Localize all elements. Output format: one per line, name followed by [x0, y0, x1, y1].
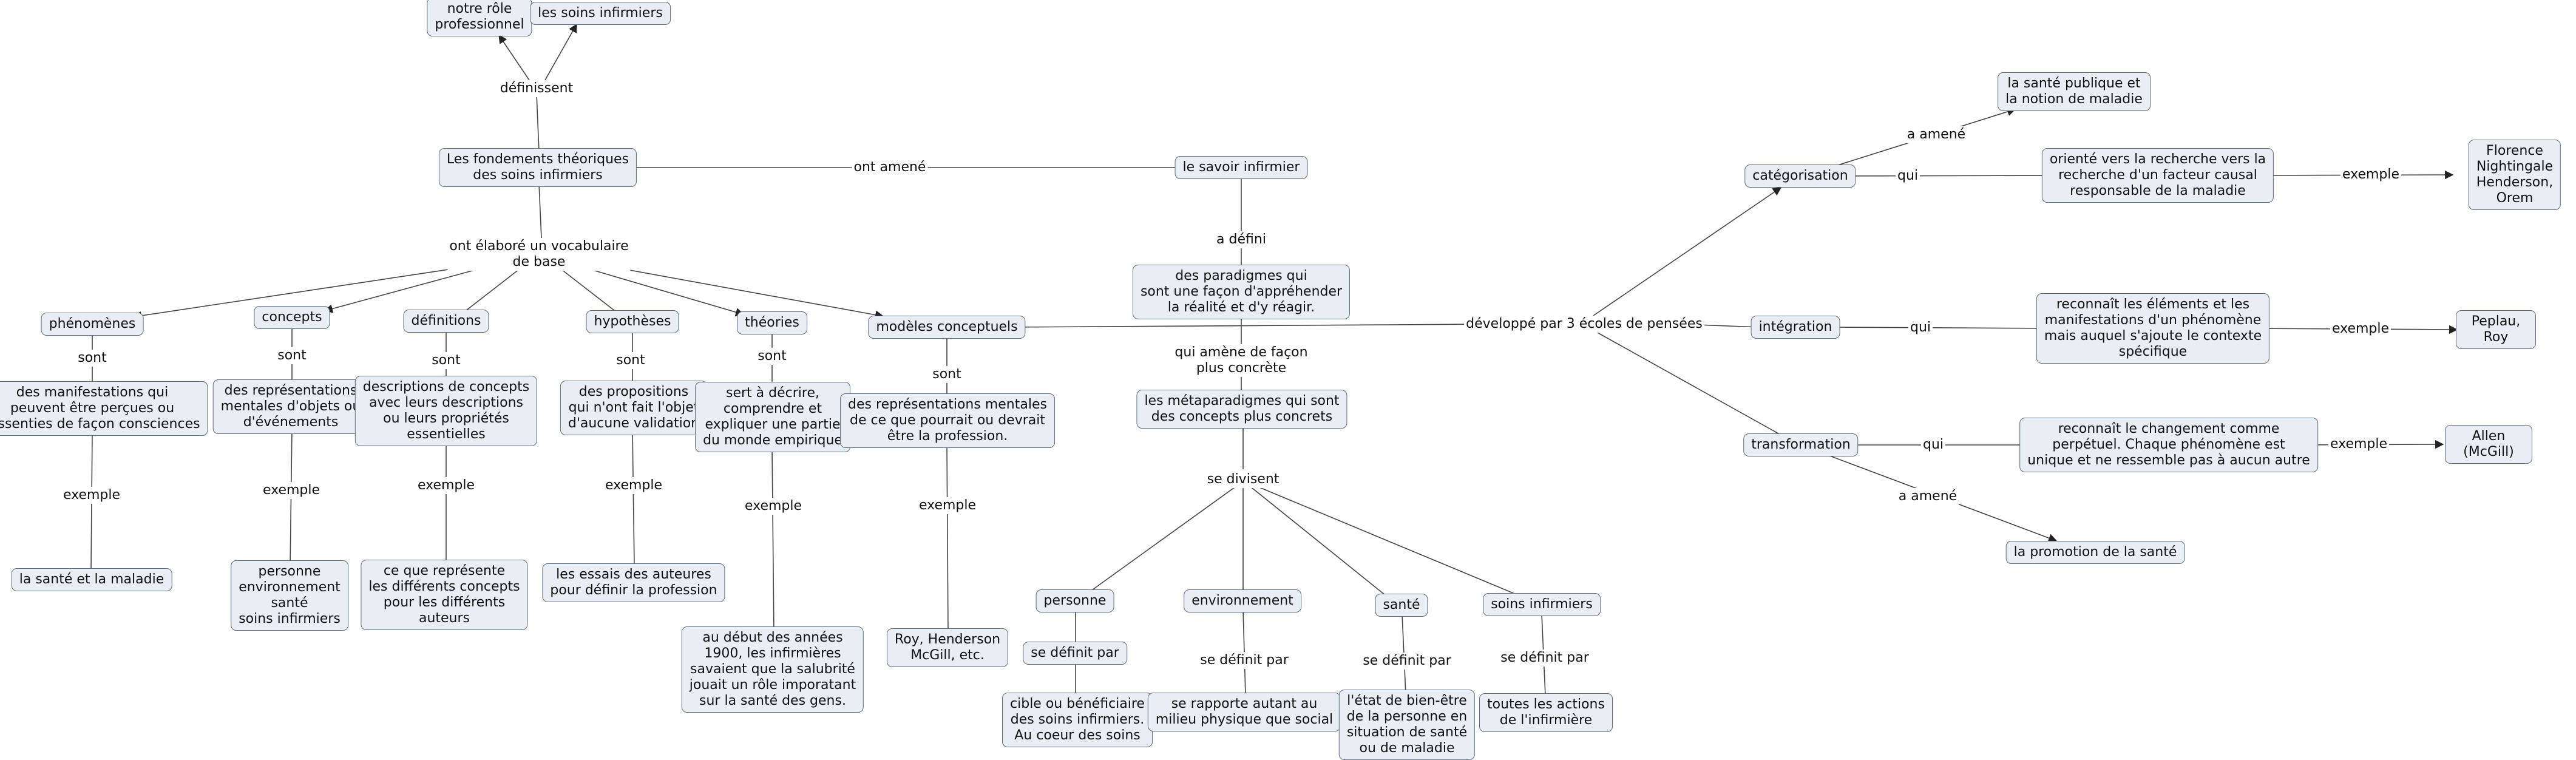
concept-pese[interactable]: personne environnement santé soins infir…: [231, 560, 348, 631]
link-line: [1249, 485, 1386, 596]
link-line: [462, 266, 523, 314]
link-label: exemple: [61, 487, 123, 504]
concept-reconnait-changement[interactable]: reconnaît le changement comme perpétuel.…: [2019, 418, 2318, 472]
concept-oriente-recherche[interactable]: orienté vers la recherche vers la recher…: [2041, 148, 2274, 203]
link-label: ont élaboré un vocabulaire de base: [447, 238, 631, 271]
link-label: exemple: [415, 477, 477, 494]
concept-soins-infirmiers[interactable]: soins infirmiers: [1483, 593, 1601, 616]
concept-theories[interactable]: théories: [737, 311, 807, 334]
concept-representations-profession[interactable]: des représentations mentales de ce que p…: [840, 393, 1055, 448]
link-label: exemple: [2330, 321, 2391, 338]
link-label: sont: [276, 347, 308, 364]
concept-ce-que-represente[interactable]: ce que représente les différents concept…: [361, 560, 528, 630]
link-label: exemple: [742, 498, 804, 515]
concept-cible-beneficiaire[interactable]: cible ou bénéficiaire des soins infirmie…: [1002, 693, 1153, 747]
link-line: [1843, 171, 2063, 180]
concept-promotion-sante[interactable]: la promotion de la santé: [2005, 541, 2185, 564]
link-line: [536, 93, 540, 152]
concept-milieu[interactable]: se rapporte autant au milieu physique qu…: [1147, 693, 1341, 731]
concept-savoir-infirmier[interactable]: le savoir infirmier: [1174, 156, 1308, 179]
concept-environnement[interactable]: environnement: [1184, 589, 1301, 612]
link-line: [1597, 332, 1782, 436]
concept-peplau-roy[interactable]: Peplau, Roy: [2456, 310, 2536, 349]
concept-phenomenes[interactable]: phénomènes: [41, 313, 144, 336]
concept-actions-infirmiere[interactable]: toutes les actions de l'infirmière: [1479, 693, 1613, 732]
link-label: développé par 3 écoles de pensées: [1464, 316, 1704, 333]
link-label: sont: [930, 366, 963, 383]
link-line: [946, 444, 949, 631]
link-line: [771, 446, 774, 633]
link-line: [632, 429, 635, 566]
concept-transformation[interactable]: transformation: [1743, 433, 1859, 456]
concept-metaparadigmes[interactable]: les métaparadigmes qui sont des concepts…: [1136, 390, 1347, 429]
concept-modeles-conceptuels[interactable]: modèles conceptuels: [868, 316, 1026, 339]
link-line: [132, 266, 465, 321]
link-label: qui: [1920, 436, 1946, 453]
link-line: [1008, 324, 1488, 328]
concept-soins-infirmiers-top[interactable]: les soins infirmiers: [530, 2, 671, 25]
link-label: exemple: [2328, 436, 2390, 453]
concept-se-definit-par[interactable]: se définit par: [1023, 642, 1127, 665]
concept-sante-maladie[interactable]: la santé et la maladie: [11, 568, 172, 591]
concept-categorisation[interactable]: catégorisation: [1744, 165, 1856, 188]
concept-concepts[interactable]: concepts: [254, 306, 330, 329]
concept-paradigmes[interactable]: des paradigmes qui sont une façon d'appr…: [1132, 265, 1351, 319]
concept-integration[interactable]: intégration: [1751, 316, 1840, 339]
link-label: a amené: [1896, 488, 1959, 505]
link-label: sont: [430, 352, 463, 369]
link-line: [558, 266, 619, 314]
link-label: exemple: [917, 497, 978, 514]
link-label: qui amène de façon plus concrète: [1173, 344, 1310, 377]
concept-definitions[interactable]: définitions: [403, 310, 489, 333]
concept-sante-publique[interactable]: la santé publique et la notion de maladi…: [1998, 72, 2151, 111]
concept-manifestations[interactable]: des manifestations qui peuvent être perç…: [0, 381, 208, 436]
link-label: se divisent: [1205, 471, 1281, 488]
concept-florence-nightingale[interactable]: Florence Nightingale Henderson, Orem: [2468, 140, 2561, 210]
concept-sante[interactable]: santé: [1375, 594, 1428, 617]
link-line: [498, 34, 530, 81]
link-label: définissent: [498, 80, 575, 97]
link-label: exemple: [2340, 166, 2402, 183]
concept-reconnait-elements[interactable]: reconnaît les éléments et les manifestat…: [2036, 293, 2270, 364]
link-label: se définit par: [1198, 652, 1290, 669]
link-line: [1831, 324, 2058, 333]
link-label: sont: [76, 350, 109, 367]
link-label: exemple: [260, 482, 322, 499]
concept-roy-henderson[interactable]: Roy, Henderson McGill, etc.: [886, 628, 1009, 667]
link-line: [1255, 485, 1518, 595]
concept-allen-mcgill[interactable]: Allen (McGill): [2445, 425, 2532, 464]
concept-notre-role[interactable]: notre rôle professionnel: [427, 0, 532, 36]
link-line: [612, 266, 884, 319]
link-label: qui: [1908, 319, 1933, 336]
link-label: sont: [614, 352, 647, 369]
concept-hypotheses[interactable]: hypothèses: [586, 310, 679, 333]
link-line: [582, 266, 745, 317]
concept-personne[interactable]: personne: [1035, 589, 1114, 612]
link-line: [544, 23, 577, 81]
concept-fondements[interactable]: Les fondements théoriques des soins infi…: [438, 148, 637, 187]
link-line: [538, 183, 542, 239]
link-line: [324, 266, 486, 313]
link-label: a amené: [1905, 126, 1968, 143]
link-label: ont amené: [852, 159, 928, 176]
link-line: [1593, 187, 1782, 316]
concept-propositions[interactable]: des propositions qui n'ont fait l'objet …: [560, 381, 708, 435]
concept-essais[interactable]: les essais des auteures pour définir la …: [542, 563, 725, 602]
concept-descriptions[interactable]: descriptions de concepts avec leurs desc…: [354, 376, 538, 446]
link-label: exemple: [603, 477, 665, 494]
link-label: sont: [756, 348, 788, 365]
concept-representations-mentales[interactable]: des représentations mentales d'objets ou…: [212, 379, 369, 434]
link-label: se définit par: [1499, 650, 1591, 667]
concept-bien-etre[interactable]: l'état de bien-être de la personne en si…: [1338, 690, 1476, 760]
link-line: [1089, 485, 1238, 592]
concept-sert-a-decrire[interactable]: sert à décrire, comprendre et expliquer …: [695, 382, 850, 452]
link-label: qui: [1895, 168, 1920, 185]
link-label: a défini: [1215, 231, 1268, 248]
link-label: se définit par: [1361, 653, 1453, 670]
concept-debut-1900[interactable]: au début des années 1900, les infirmière…: [681, 626, 864, 713]
